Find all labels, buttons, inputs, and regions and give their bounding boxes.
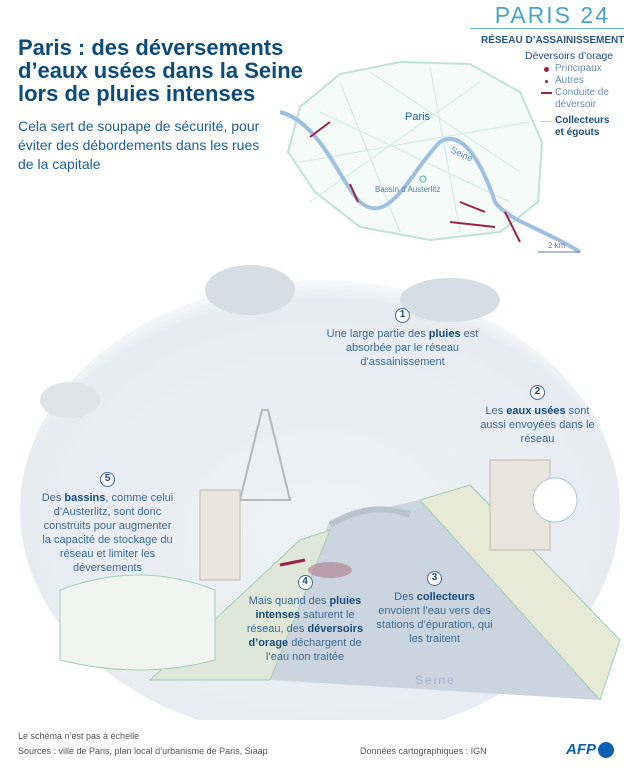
callout-1: 1 Une large partie des pluies est absorb… xyxy=(326,308,479,368)
map-city-label: Paris xyxy=(405,111,431,123)
other-overflow-dot-icon xyxy=(545,80,548,83)
paris-outline xyxy=(286,60,544,242)
legend-row-collecteurs: Collecteurs et égouts xyxy=(481,115,621,139)
seine-river xyxy=(280,110,582,254)
legend-item-autres: Autres xyxy=(555,75,584,86)
sewer-line-icon xyxy=(541,121,552,122)
callout-5: 5 Des bassins, comme celui d’Austerlitz,… xyxy=(41,472,174,574)
cloud xyxy=(40,382,100,418)
legend-row-principaux: Principaux xyxy=(481,63,621,75)
toilet-detail xyxy=(532,477,578,523)
callout-4: 4 Mais quand des pluies intenses saturen… xyxy=(246,575,364,663)
sewage-plume xyxy=(308,562,352,578)
cloud xyxy=(205,265,295,315)
right-quay xyxy=(419,484,621,701)
overflow-pipe xyxy=(279,558,306,567)
header-block: Paris : des déversements d’eaux usées da… xyxy=(18,36,348,174)
callout-3: 3 Des collecteurs envoient l’eau vers de… xyxy=(376,571,493,645)
legend-group: Déversoirs d’orage xyxy=(525,50,614,62)
header-divider xyxy=(470,28,624,29)
main-overflow-dot-icon xyxy=(544,67,549,72)
map-scale: 2 km xyxy=(548,241,566,250)
cloud xyxy=(400,278,500,322)
legend-item-collecteurs: Collecteurs et égouts xyxy=(555,115,610,138)
basin-marker xyxy=(419,175,427,183)
page-title: Paris : des déversements d’eaux usées da… xyxy=(18,35,303,106)
seine-label: Seine xyxy=(415,673,456,687)
step-number: 5 xyxy=(100,472,115,487)
paris24-logo: PARIS 24 xyxy=(494,2,610,28)
page-subtitle: Cela sert de soupape de sécurité, pour é… xyxy=(18,118,260,172)
legend-row-conduite: Conduite de déversoir xyxy=(481,87,621,111)
legend-item-conduite: Conduite de déversoir xyxy=(555,87,609,110)
legend-heading: RÉSEAU D’ASSAINISSEMENT xyxy=(481,35,624,46)
callout-2: 2 Les eaux usées sont aussi envoyées dan… xyxy=(480,385,595,445)
step-number: 4 xyxy=(297,575,313,590)
sources: Sources : ville de Paris, plan local d’u… xyxy=(18,746,268,756)
scale-note: Le schéma n’est pas à échelle xyxy=(18,731,140,741)
step-number: 3 xyxy=(427,571,442,586)
river xyxy=(270,500,600,700)
afp-logo-dot xyxy=(598,742,614,758)
legend-item-principaux: Principaux xyxy=(555,63,602,74)
step-number: 2 xyxy=(530,385,545,400)
eiffel-tower xyxy=(238,409,292,501)
map-basin-label: Bassin d’Austerlitz xyxy=(375,185,440,194)
cartography-credit: Données cartographiques : IGN xyxy=(360,746,487,756)
overflow-pipe-line-icon xyxy=(541,92,552,94)
map-legend: RÉSEAU D’ASSAINISSEMENT Déversoirs d’ora… xyxy=(481,34,624,139)
legend-row-autres: Autres xyxy=(481,75,621,87)
building-left xyxy=(199,489,241,581)
austerlitz-basin xyxy=(59,574,216,671)
paris-sewer-map: Paris Seine Bassin d’Austerlitz 2 km xyxy=(280,60,582,254)
step-number: 1 xyxy=(395,308,410,323)
afp-logo: AFP xyxy=(566,741,596,758)
bridge xyxy=(328,506,412,528)
sewer-illustration: Seine xyxy=(20,265,621,720)
